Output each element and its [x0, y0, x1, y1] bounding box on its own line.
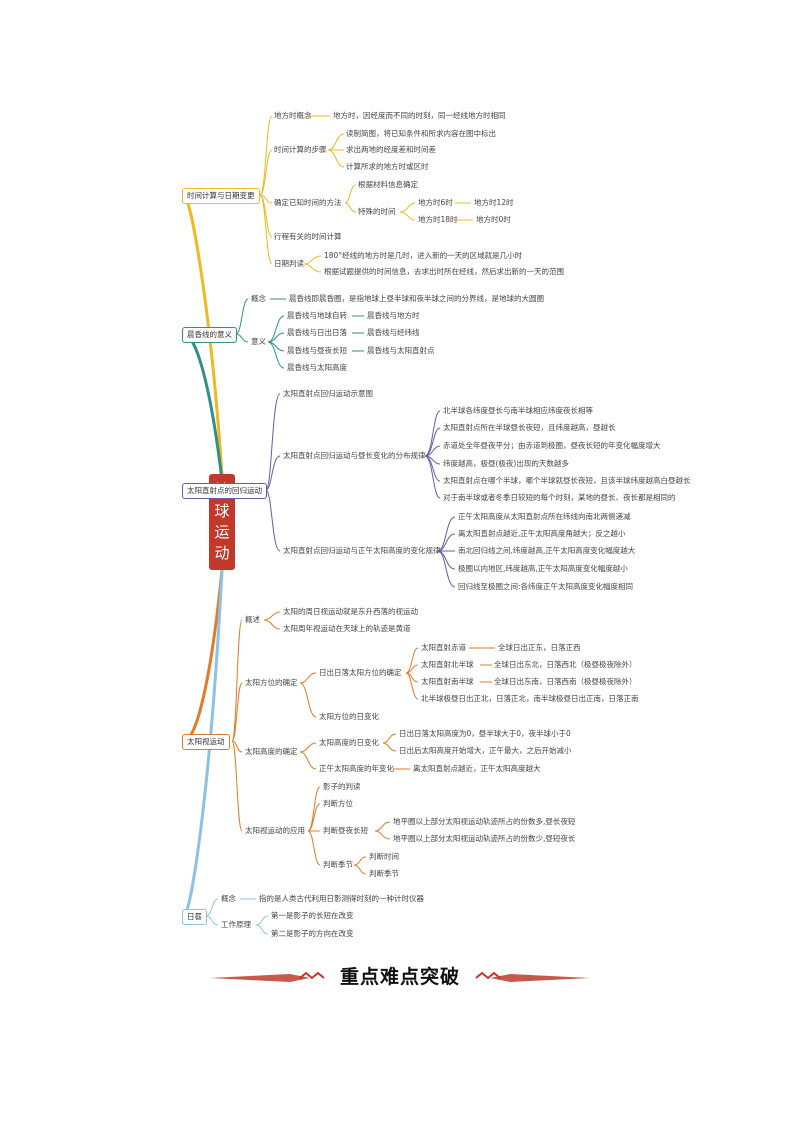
node-date2: 根据试题提供的时间信息，去求出时所在经线，然后求出新的一天的范围	[324, 267, 564, 276]
node-term-m2b: 晨昏线与经纬线	[367, 328, 420, 337]
node-local-time-desc: 地方时，因经度而不同的时刻，同一经线地方时相同	[333, 111, 506, 120]
node-app-azimuth: 太阳方位的确定	[245, 678, 298, 687]
node-sd-p2: 第二是影子的方向在改变	[271, 929, 354, 938]
node-sp2b: 地方时0时	[476, 215, 511, 224]
branch-apparent: 太阳视运动	[182, 734, 230, 750]
node-sd-concept-desc: 指的是人类古代利用日影测得时刻的一种计时仪器	[259, 894, 424, 903]
node-app-az1d: 北半球极昼日出正北，日落正北，南半球极昼日出正南，日落正南	[421, 694, 639, 703]
node-app-h2: 正午太阳高度的年变化	[319, 764, 394, 773]
node-step2: 求出两地的经度差和时间差	[346, 145, 436, 154]
node-app-h2a: 离太阳直射点越近，正午太阳高度越大	[413, 764, 541, 773]
node-sp2: 地方时18时	[418, 215, 458, 224]
node-app-ov2: 太阳周年视运动在天球上的轨迹是黄道	[283, 624, 411, 633]
branch-subsolar: 太阳直射点的回归运动	[182, 483, 267, 499]
node-term-concept: 概念	[251, 294, 266, 303]
node-app-ap4b: 判断季节	[369, 869, 399, 878]
node-sub-n2e: 太阳直射点在哪个半球，哪个半球就昼长夜短，且该半球纬度越高白昼越长	[443, 476, 691, 485]
root-char: 球	[214, 502, 230, 520]
node-app-ap4: 判断季节	[323, 860, 353, 869]
node-special: 特殊的时间	[358, 207, 396, 216]
node-step1: 读制简图，将已知条件和所求内容在图中标出	[346, 129, 496, 138]
node-sd-principle: 工作原理	[221, 920, 251, 929]
node-sub-n3e: 回归线至极圈之间:各纬度正午太阳高度变化幅度相同	[458, 582, 634, 591]
branch-time: 时间计算与日期变更	[182, 188, 260, 204]
node-app-ap4a: 判断时间	[369, 852, 399, 861]
node-app-ap3: 判断昼夜长短	[323, 826, 368, 835]
section-banner-title: 重点难点突破	[339, 966, 460, 988]
node-sd-p1: 第一是影子的长短在改变	[271, 911, 354, 920]
node-sp1: 地方时6时	[418, 198, 453, 207]
branch-sundial: 日晷	[182, 909, 207, 925]
node-sub-n3a: 正午太阳高度从太阳直射点所在纬线向南北两侧递减	[458, 512, 631, 521]
node-sub-n3b: 离太阳直射点越近,正午太阳高度角越大；反之越小	[458, 529, 626, 538]
node-term-meaning: 意义	[251, 337, 266, 346]
node-sub-n3d: 极圈以内地区,纬度越高,正午太阳高度变化幅度越小	[458, 564, 628, 573]
node-local-time: 地方时概念	[274, 111, 312, 120]
node-app-apply: 太阳视运动的应用	[245, 826, 305, 835]
node-date: 日期判读	[274, 259, 304, 268]
node-app-az1b: 太阳直射北半球	[421, 660, 474, 669]
node-term-m1: 晨昏线与地球自转	[287, 311, 347, 320]
node-steps: 时间计算的步骤	[274, 145, 327, 154]
banner-decoration	[210, 971, 590, 982]
node-term-m4: 晨昏线与太阳高度	[287, 363, 347, 372]
root-char: 运	[214, 523, 230, 541]
node-sub-n2: 太阳直射点回归运动与昼长变化的分布规律	[283, 451, 426, 460]
node-travel: 行程有关的时间计算	[274, 232, 342, 241]
node-sub-n2a: 北半球各纬度昼长与南半球相应纬度夜长相等	[443, 406, 593, 415]
node-app-az1a: 太阳直射赤道	[421, 643, 466, 652]
node-term-m1b: 晨昏线与地方时	[367, 311, 420, 320]
node-app-az1c2: 全球日出东南，日落西南（极昼极夜除外）	[494, 677, 637, 686]
node-sp1b: 地方时12时	[474, 198, 514, 207]
node-app-ap3b: 地平圈以上部分太阳视运动轨迹所占的份数少,昼短夜长	[393, 834, 576, 843]
node-sub-n2f: 对于南半球或者冬季日较短的每个时刻，某地的昼长、夜长都是相同的	[443, 493, 676, 502]
node-app-az1b2: 全球日出东北，日落西北（极昼极夜除外）	[494, 660, 637, 669]
branch-terminator: 晨昏线的意义	[182, 327, 237, 343]
node-date1: 180°经线的地方时是几时，进入新的一天的区域就是几小时	[324, 251, 523, 260]
node-sub-n2b: 太阳直射点所在半球昼长夜短，且纬度越高，昼越长	[443, 423, 616, 432]
node-sub-n2c: 赤道处全年昼夜平分；由赤道到极圈，昼夜长短的年变化幅度增大	[443, 441, 661, 450]
node-term-m3: 晨昏线与昼夜长短	[287, 346, 347, 355]
node-confirm: 确定已知时间的方法	[274, 198, 342, 207]
node-sd-concept: 概念	[221, 894, 236, 903]
root-char: 动	[214, 544, 230, 562]
node-app-az2: 太阳方位的日变化	[319, 712, 379, 721]
node-app-height: 太阳高度的确定	[245, 747, 298, 756]
node-app-az1: 日出日落太阳方位的确定	[319, 668, 402, 677]
node-step3: 计算所求的地方时或区时	[346, 162, 429, 171]
node-app-ap3a: 地平圈以上部分太阳视运动轨迹所占的份数多,昼长夜短	[393, 817, 576, 826]
node-term-concept-desc: 晨昏线即晨昏圈，是指地球上昼半球和夜半球之间的分界线，是地球的大圆圈	[289, 294, 544, 303]
node-app-h1a: 日出日落太阳高度为0，昼半球大于0，夜半球小于0	[399, 729, 571, 738]
node-app-h1b: 日出后太阳高度开始增大，正午最大，之后开始减小	[399, 746, 572, 755]
node-app-ov1: 太阳的周日视运动就是东升西落的视运动	[283, 607, 418, 616]
node-app-az1a2: 全球日出正东，日落正西	[498, 643, 581, 652]
node-sub-n3c: 南北回归线之间,纬度越高,正午太阳高度变化幅度越大	[458, 546, 636, 555]
node-sub-n1: 太阳直射点回归运动示意图	[283, 389, 373, 398]
node-sub-n3: 太阳直射点回归运动与正午太阳高度的变化规律	[283, 546, 441, 555]
node-confirm1: 根据材料信息确定	[358, 180, 418, 189]
node-term-m3b: 晨昏线与太阳直射点	[367, 346, 435, 355]
node-app-az1c: 太阳直射南半球	[421, 677, 474, 686]
node-app-ap1: 影子的判读	[323, 782, 361, 791]
node-sub-n2d: 纬度越高，极昼(极夜)出现的天数越多	[443, 459, 569, 468]
node-app-overview: 概述	[245, 615, 260, 624]
node-app-ap2: 判断方位	[323, 799, 353, 808]
node-app-h1: 太阳高度的日变化	[319, 738, 379, 747]
node-term-m2: 晨昏线与日出日落	[287, 328, 347, 337]
